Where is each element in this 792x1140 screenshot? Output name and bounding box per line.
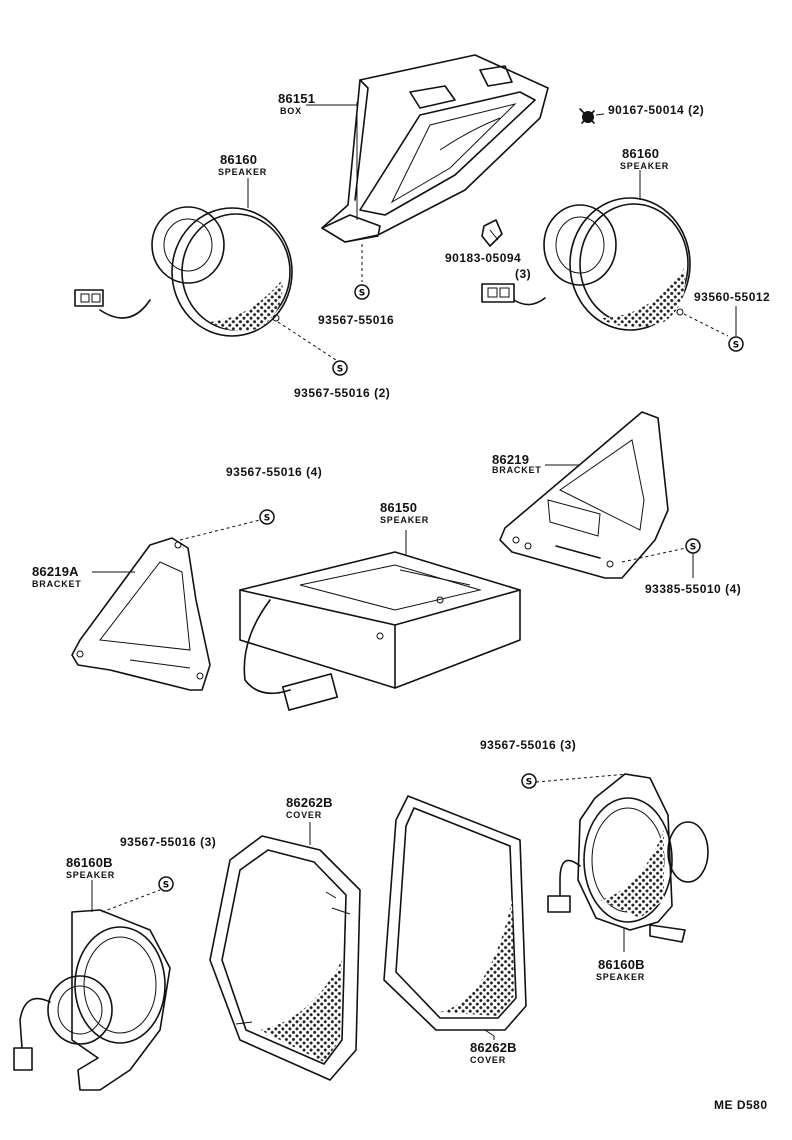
part-number-86262B-top: 86262B <box>286 795 333 810</box>
svg-text:S: S <box>733 341 739 351</box>
svg-text:S: S <box>337 365 343 375</box>
fastener-bracket-A-screw-label: 93567-55016 (4) <box>226 465 323 479</box>
fastener-bracket-screw-label: 93385-55010 (4) <box>645 582 742 596</box>
screw-symbol-cover-right: S <box>521 773 537 789</box>
bracket-86219-drawing <box>499 411 694 579</box>
fastener-box-screw-label: 93567-55016 <box>318 313 395 327</box>
part-number-86160B-left: 86160B <box>66 855 113 870</box>
part-name-speaker-86160B-left: SPEAKER <box>66 870 116 880</box>
speaker-86160-left-drawing <box>74 206 337 361</box>
screw-symbols: S S S S S S S <box>158 284 744 892</box>
part-name-speaker-left: SPEAKER <box>218 167 268 177</box>
part-name-bracket: BRACKET <box>492 465 542 475</box>
speaker-86160B-left-drawing <box>13 889 171 1091</box>
svg-text:S: S <box>264 514 270 524</box>
part-name-bracket-A: BRACKET <box>32 579 82 589</box>
fastener-90183-qty: (3) <box>515 267 532 281</box>
screw-symbol-left-speaker: S <box>332 360 348 376</box>
fastener-90183-label: 90183-05094 <box>445 251 522 265</box>
part-number-86219A: 86219A <box>32 564 79 579</box>
fastener-cover-right-screw-label: 93567-55016 (3) <box>480 738 577 752</box>
part-number-86150: 86150 <box>380 500 418 515</box>
speaker-86160B-right-drawing <box>535 773 709 952</box>
screw-symbol-box: S <box>354 284 370 300</box>
screw-symbol-cover-left: S <box>158 876 174 892</box>
speaker-box-drawing <box>321 54 549 282</box>
screw-symbol-bracket: S <box>685 538 701 554</box>
part-name-speaker-right: SPEAKER <box>620 161 670 171</box>
fastener-cover-left-screw-label: 93567-55016 (3) <box>120 835 217 849</box>
part-name-speaker-86160B-right: SPEAKER <box>596 972 646 982</box>
svg-text:S: S <box>163 881 169 891</box>
speaker-86160-right-drawing <box>481 197 737 337</box>
fastener-right-speaker-screw-label: 93560-55012 <box>694 290 771 304</box>
leader-lines <box>91 104 641 1040</box>
part-number-86219: 86219 <box>492 452 530 467</box>
svg-text:S: S <box>526 778 532 788</box>
fastener-left-speaker-screw-label: 93567-55016 (2) <box>294 386 391 400</box>
part-name-speaker-86150: SPEAKER <box>380 515 430 525</box>
part-number-86160-right: 86160 <box>622 146 660 161</box>
part-name-cover-top: COVER <box>286 810 323 820</box>
clip-90183-icon <box>481 219 503 247</box>
screw-90167-icon <box>579 108 605 124</box>
svg-text:S: S <box>690 543 696 553</box>
fastener-90167-label: 90167-50014 (2) <box>608 103 705 117</box>
part-name-box: BOX <box>280 106 302 116</box>
screw-symbol-right-speaker: S <box>728 336 744 352</box>
cover-86262B-top-drawing <box>209 835 361 1081</box>
speaker-86150-drawing <box>239 530 521 711</box>
screw-symbol-bracket-A: S <box>259 509 275 525</box>
svg-text:S: S <box>359 289 365 299</box>
diagram-code: ME D580 <box>714 1098 768 1112</box>
part-name-cover-bottom: COVER <box>470 1055 507 1065</box>
bracket-86219A-drawing <box>71 519 261 691</box>
cover-86262B-bottom-drawing <box>383 795 527 1037</box>
part-number-86151: 86151 <box>278 91 316 106</box>
part-number-86160-left: 86160 <box>220 152 258 167</box>
part-number-86160B-right: 86160B <box>598 957 645 972</box>
part-number-86262B-bottom: 86262B <box>470 1040 517 1055</box>
